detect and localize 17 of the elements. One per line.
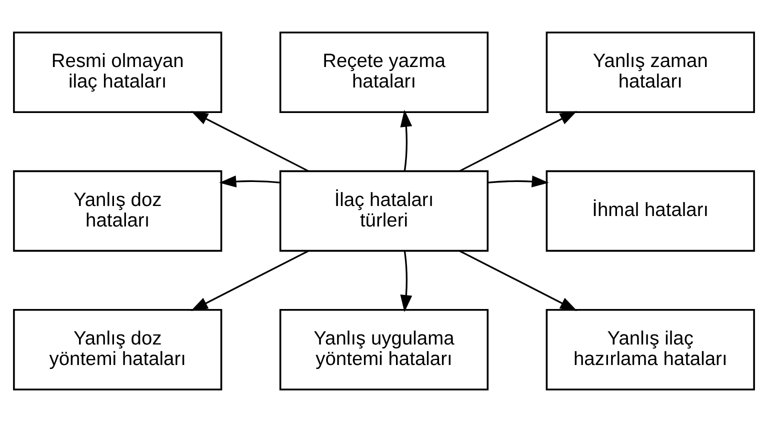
- arrow: [459, 250, 578, 310]
- node-box: Yanlış doz hataları: [13, 170, 222, 252]
- arrow: [191, 110, 310, 172]
- arrow: [400, 109, 412, 171]
- arrow: [400, 250, 412, 312]
- node-box: Yanlış ilaç hazırlama hataları: [546, 308, 755, 390]
- node-box: Yanlış zaman hataları: [546, 31, 755, 113]
- node-box: Reçete yazma hataları: [279, 31, 489, 113]
- arrow: [458, 110, 577, 172]
- node-box: Yanlış doz yöntemi hataları: [13, 308, 222, 390]
- node-box: Resmi olmayan ilaç hataları: [13, 31, 222, 113]
- node-box: İhmal hataları: [546, 170, 755, 252]
- node-box: Yanlış uygulama yöntemi hataları: [279, 308, 489, 390]
- arrow: [190, 250, 309, 310]
- node-box: İlaç hataları türleri: [279, 170, 489, 252]
- arrow: [219, 175, 280, 187]
- arrow: [488, 175, 549, 187]
